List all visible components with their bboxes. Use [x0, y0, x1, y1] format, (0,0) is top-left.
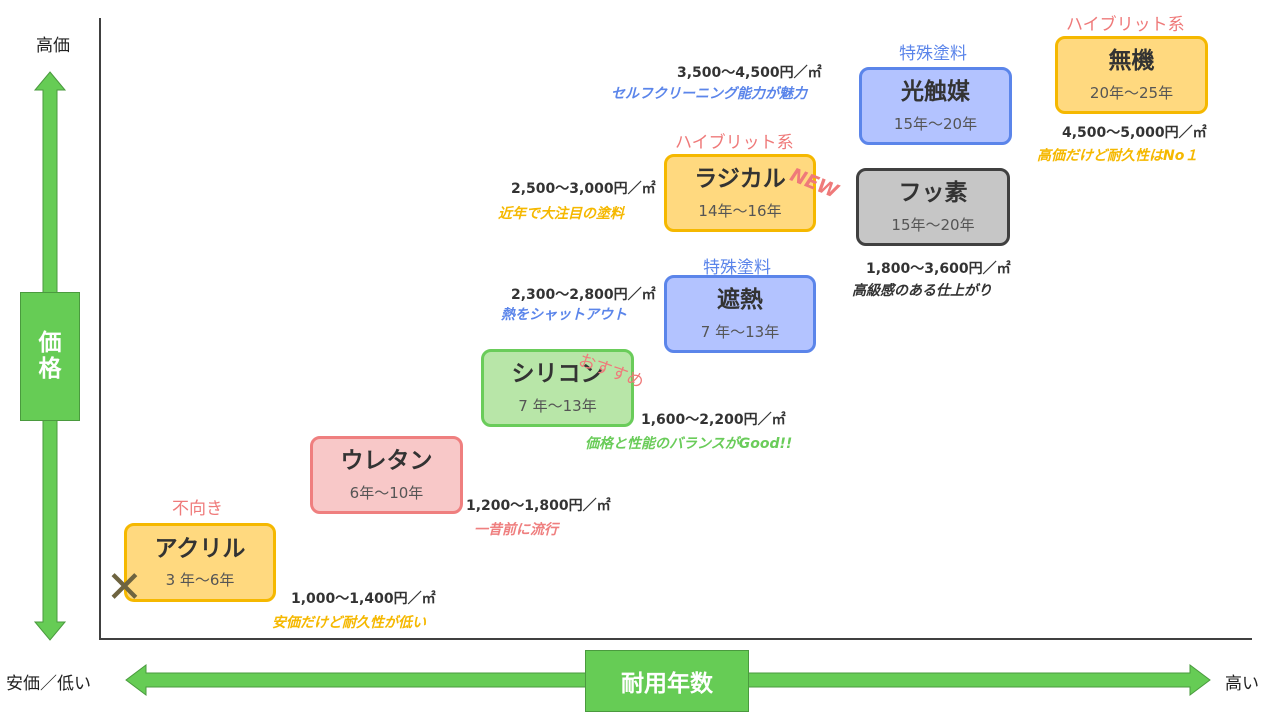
photocatalyst-tag: 特殊塗料	[899, 44, 967, 64]
urethane-years: 6年～10年	[349, 483, 424, 502]
silicone-name: シリコン	[511, 361, 604, 388]
x-axis-line	[99, 638, 1252, 640]
fluorine-price: 1,800～3,600円／㎡	[866, 261, 1011, 277]
acrylic-tag: 不向き	[172, 499, 223, 519]
acrylic-box: アクリル 3 年～6年	[124, 523, 276, 602]
radical-name: ラジカル	[694, 166, 786, 193]
silicone-note: 価格と性能のバランスがGood!!	[585, 436, 793, 452]
x-axis-title: 耐用年数	[585, 650, 749, 712]
silicone-price: 1,600～2,200円／㎡	[641, 412, 786, 428]
radical-years: 14年～16年	[698, 201, 782, 220]
radical-note: 近年で大注目の塗料	[498, 206, 624, 222]
photocatalyst-years: 15年～20年	[893, 114, 978, 133]
x-mark-icon: ✕	[106, 562, 143, 613]
inorganic-price: 4,500～5,000円／㎡	[1062, 125, 1207, 141]
acrylic-years: 3 年～6年	[165, 571, 235, 590]
inorganic-tag: ハイブリット系	[1066, 15, 1185, 35]
radical-box: ラジカル 14年～16年	[664, 154, 816, 232]
heat-years: 7 年～13年	[700, 322, 780, 341]
photocatalyst-box: 光触媒 15年～20年	[859, 67, 1012, 145]
inorganic-name: 無機	[1108, 48, 1155, 75]
inorganic-note: 高価だけど耐久性はNo１	[1037, 148, 1199, 164]
silicone-years: 7 年～13年	[518, 396, 597, 415]
radical-price: 2,500～3,000円／㎡	[511, 181, 656, 197]
heat-name: 遮熱	[717, 287, 763, 314]
acrylic-note: 安価だけど耐久性が低い	[272, 615, 426, 631]
inorganic-box: 無機 20年～25年	[1055, 36, 1208, 114]
y-axis-high-label: 高価	[36, 36, 70, 56]
fluorine-note: 高級感のある仕上がり	[852, 283, 992, 299]
photocatalyst-name: 光触媒	[901, 79, 970, 106]
silicone-box: シリコン 7 年～13年	[481, 349, 634, 427]
heat-tag: 特殊塗料	[703, 258, 771, 278]
acrylic-name: アクリル	[154, 535, 246, 562]
y-axis-line	[99, 18, 101, 640]
x-axis-low-label: 安価／低い	[6, 674, 91, 694]
urethane-box: ウレタン 6年～10年	[310, 436, 463, 514]
photocatalyst-note: セルフクリーニング能力が魅力	[611, 86, 807, 102]
urethane-name: ウレタン	[340, 448, 433, 475]
urethane-price: 1,200～1,800円／㎡	[466, 498, 611, 514]
heat-note: 熱をシャットアウト	[501, 307, 627, 323]
heat-price: 2,300～2,800円／㎡	[511, 287, 656, 303]
photocatalyst-price: 3,500～4,500円／㎡	[677, 65, 822, 81]
inorganic-years: 20年～25年	[1089, 83, 1174, 102]
heat-box: 遮熱 7 年～13年	[664, 275, 816, 353]
acrylic-price: 1,000～1,400円／㎡	[291, 591, 436, 607]
radical-tag: ハイブリット系	[675, 133, 794, 153]
y-axis-title: 価 格	[20, 292, 80, 421]
x-axis-high-label: 高い	[1225, 674, 1259, 694]
fluorine-box: フッ素 15年～20年	[856, 168, 1010, 246]
fluorine-name: フッ素	[898, 180, 968, 207]
fluorine-years: 15年～20年	[891, 215, 975, 234]
urethane-note: 一昔前に流行	[474, 522, 558, 538]
